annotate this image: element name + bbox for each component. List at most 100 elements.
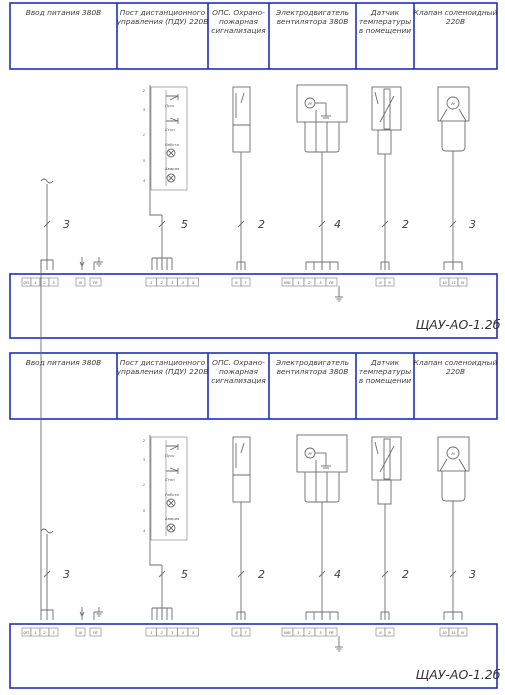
terminal-label: KM1 (284, 631, 291, 635)
cable-slash-mark (318, 570, 326, 578)
terminal-label: 9 (388, 280, 391, 285)
work-lamp-icon (166, 498, 176, 508)
terminal-label: 7 (244, 630, 247, 635)
cable-slash-mark (237, 570, 245, 578)
header-text: сигнализация (211, 26, 266, 35)
cable-slash-mark (381, 570, 389, 578)
terminal-label: 3 (319, 630, 322, 635)
header-text: Клапан соленоидный (414, 358, 498, 367)
terminal-label: N (79, 280, 82, 285)
terminal-cell: QF1 (21, 627, 32, 637)
terminal-label: 3 (52, 280, 55, 285)
terminal-cell: 6 (231, 277, 242, 287)
wire-line (167, 499, 175, 507)
terminal-cell: PE (325, 277, 338, 287)
terminal-label: 2 (308, 630, 311, 635)
terminal-cell: 3 (314, 627, 327, 637)
terminal-cell: 5 (187, 277, 199, 287)
thermistor-icon (383, 88, 391, 130)
terminal-box (187, 627, 199, 637)
valve-box (437, 436, 470, 472)
terminal-cell: 1 (30, 627, 41, 637)
terminal-cell: 8 (375, 627, 386, 637)
cable-count-label: 5 (181, 218, 188, 231)
solenoid-icon (446, 96, 460, 110)
ac-tilde-icon (40, 528, 54, 534)
terminal-cell: 1 (292, 277, 305, 287)
wire-line (167, 524, 175, 532)
header-text: температуры (359, 17, 411, 26)
terminal-cell: 2 (303, 627, 316, 637)
terminal-cell: 3 (48, 277, 59, 287)
terminal-label: 1 (150, 280, 152, 285)
header-text: пожарная (219, 17, 259, 26)
cable-slash-mark (318, 220, 326, 228)
pdu-label: Пуск (165, 103, 175, 108)
terminal-cell: KM1 (281, 277, 294, 287)
wire-line (167, 174, 175, 182)
header-text: Электродвигатель (275, 8, 349, 17)
pdu-wire-number: 3 (143, 457, 146, 462)
terminal-cell: 8 (375, 277, 386, 287)
header-text: Датчик (370, 8, 400, 17)
terminal-label: QF1 (23, 281, 29, 285)
cable-slash-mark (43, 570, 51, 578)
cable-count-label: 5 (181, 568, 188, 581)
header-frame (9, 2, 498, 70)
terminal-cell: 7 (240, 277, 251, 287)
wire-path (439, 458, 467, 472)
motor-cable-loop (304, 122, 340, 153)
terminal-label: 2 (308, 280, 311, 285)
pdu-label: Авария (164, 516, 180, 521)
terminal-cell: 1 (145, 277, 157, 287)
cable-slash-mark (158, 570, 166, 578)
cable-slash-mark (237, 220, 245, 228)
terminal-label: 2 (43, 630, 46, 635)
terminal-cell: 1 (30, 277, 41, 287)
wire-line (167, 149, 175, 157)
pdu-label: Работа (165, 142, 179, 147)
sensor-box (371, 436, 402, 481)
cable-count-label: 3 (469, 218, 476, 231)
header-text: Пост дистанционного (120, 358, 206, 367)
terminal-cell: 5 (187, 627, 199, 637)
terminal-box (325, 627, 338, 637)
header-text: 220В (446, 17, 465, 26)
terminal-cell: 2 (303, 277, 316, 287)
terminal-box (240, 627, 251, 637)
terminal-label: 1 (34, 280, 36, 285)
arrow-mark (79, 611, 83, 617)
terminal-box (187, 277, 199, 287)
terminal-label: 6 (235, 280, 238, 285)
header-text: вентилятора 380В (277, 17, 349, 26)
alarm-lamp-icon (166, 173, 176, 183)
ac-tilde-icon (40, 178, 54, 184)
panel-title: ЩАУ-АО-1.2б (416, 667, 501, 682)
pdu-label: Стоп (165, 127, 175, 132)
solenoid-icon (446, 446, 460, 460)
terminal-box (48, 277, 59, 287)
terminal-label: 8 (379, 630, 382, 635)
solenoid-label: М (451, 451, 455, 456)
terminal-label: PE (329, 630, 334, 635)
cable-count-label: 2 (402, 218, 409, 231)
header-text: 220В (446, 367, 465, 376)
header-text: Датчик (370, 358, 400, 367)
pdu-label: Пуск (165, 453, 175, 458)
terminal-cell: 9 (384, 277, 395, 287)
terminal-box (457, 627, 468, 637)
header-text: сигнализация (211, 376, 266, 385)
header-text: Клапан соленоидный (414, 8, 498, 17)
terminal-label: 6 (235, 630, 238, 635)
